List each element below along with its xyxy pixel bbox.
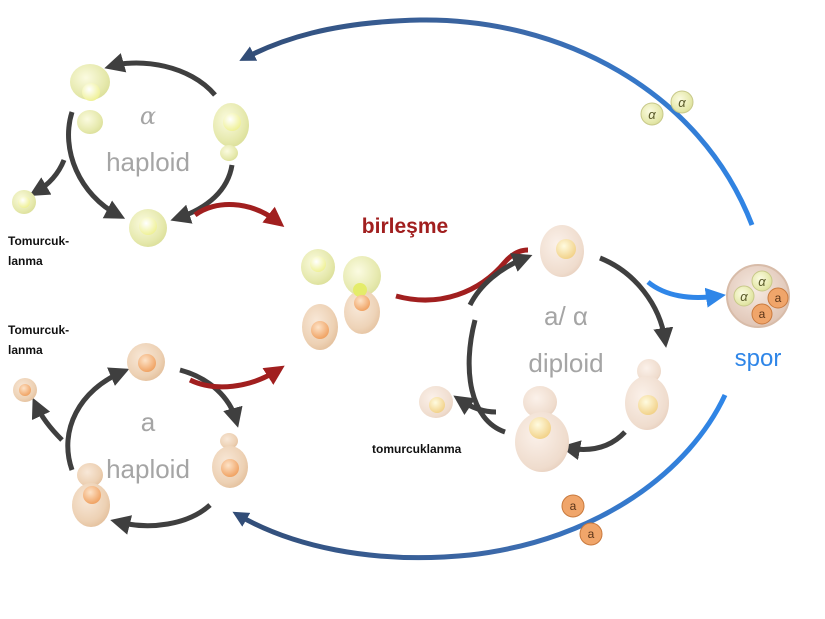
alpha-budding-arrow xyxy=(29,159,67,197)
a-cycle-arrow-left xyxy=(65,367,130,471)
diploid-label: diploid xyxy=(528,348,603,378)
diploid-budding-arrow xyxy=(453,395,497,415)
alpha-cycle-arrow-top xyxy=(104,53,217,97)
budding-label-top-line2: lanma xyxy=(8,254,43,268)
a-cell xyxy=(127,343,165,381)
spore-alpha: α xyxy=(751,270,773,292)
mating-zygote-cell xyxy=(343,256,381,334)
released-alpha-spore: α xyxy=(640,102,664,126)
alpha-to-fusion-arrow xyxy=(193,202,285,227)
released-alpha-letter: α xyxy=(648,107,656,122)
diploid-budding-cell xyxy=(625,359,669,430)
released-a-letter: a xyxy=(588,527,595,541)
a-cycle-arrow-bottom xyxy=(110,503,212,535)
fusion-group: birleşme xyxy=(188,202,448,390)
spore-to-a-arrow xyxy=(232,393,728,561)
released-alpha-letter: α xyxy=(678,95,686,110)
budding-label-bottom: Tomurcuk- lanma xyxy=(8,323,72,357)
diploid-to-spore-arrow xyxy=(646,280,726,308)
released-alpha-spore: α xyxy=(670,90,694,114)
fusion-label: birleşme xyxy=(362,215,448,238)
diploid-budding-label: tomurcuklanma xyxy=(372,442,462,456)
a-haploid-cycle: a haploid xyxy=(13,343,248,535)
spore-ascus: α α a a xyxy=(726,264,790,328)
a-cell xyxy=(212,433,248,488)
a-symbol: a xyxy=(141,407,156,437)
budding-label-top: Tomurcuk- lanma xyxy=(8,234,72,268)
spore-to-alpha-arrow xyxy=(239,17,755,226)
diploid-bud-cell xyxy=(419,386,453,418)
released-a-spore: a xyxy=(579,522,603,546)
spore-a-letter: a xyxy=(775,291,782,305)
released-a-letter: a xyxy=(570,499,577,513)
alpha-cell xyxy=(213,103,249,161)
alpha-bud-cell xyxy=(12,190,36,214)
a-budding-arrow xyxy=(31,397,64,442)
alpha-cell xyxy=(70,64,110,134)
budding-label-bottom-line2: lanma xyxy=(8,343,43,357)
diploid-cycle-arrow-start xyxy=(467,253,533,307)
a-cell xyxy=(302,304,338,350)
spore-a-letter: a xyxy=(759,307,766,321)
a-haploid-label: haploid xyxy=(106,454,190,484)
alpha-haploid-cycle: α haploid xyxy=(12,53,249,247)
alpha-cycle-arrow-left xyxy=(66,111,126,219)
diploid-cycle-arrow-left xyxy=(466,319,506,435)
budding-label-bottom-line1: Tomurcuk- xyxy=(8,323,69,337)
diploid-cell xyxy=(540,225,584,277)
alpha-cell xyxy=(129,209,167,247)
a-cycle-arrow-top xyxy=(179,367,243,428)
spore-alpha-letter: α xyxy=(758,274,766,289)
fusion-to-diploid-arrow xyxy=(395,247,529,303)
alpha-cell xyxy=(301,249,335,285)
diploid-cycle-arrow-bottom xyxy=(560,430,627,460)
alpha-haploid-label: haploid xyxy=(106,147,190,177)
alpha-symbol: α xyxy=(140,102,156,130)
diploid-budding-cell xyxy=(515,386,569,472)
spore-a: a xyxy=(767,287,789,309)
a-bud-cell xyxy=(13,378,37,402)
released-a-spore: a xyxy=(561,494,585,518)
a-cell xyxy=(72,463,110,527)
diploid-cycle-arrow-right xyxy=(599,255,674,348)
spore-alpha-letter: α xyxy=(740,289,748,304)
spore-alpha: α xyxy=(733,285,755,307)
diploid-cycle: a/ α diploid tomurcuklanma xyxy=(372,225,726,472)
alpha-cycle-arrow-right xyxy=(170,164,235,224)
budding-label-top-line1: Tomurcuk- xyxy=(8,234,69,248)
spore-label: spor xyxy=(735,345,782,372)
a-to-fusion-arrow xyxy=(188,365,285,390)
diploid-type-label: a/ α xyxy=(544,301,588,331)
spore-a: a xyxy=(751,303,773,325)
